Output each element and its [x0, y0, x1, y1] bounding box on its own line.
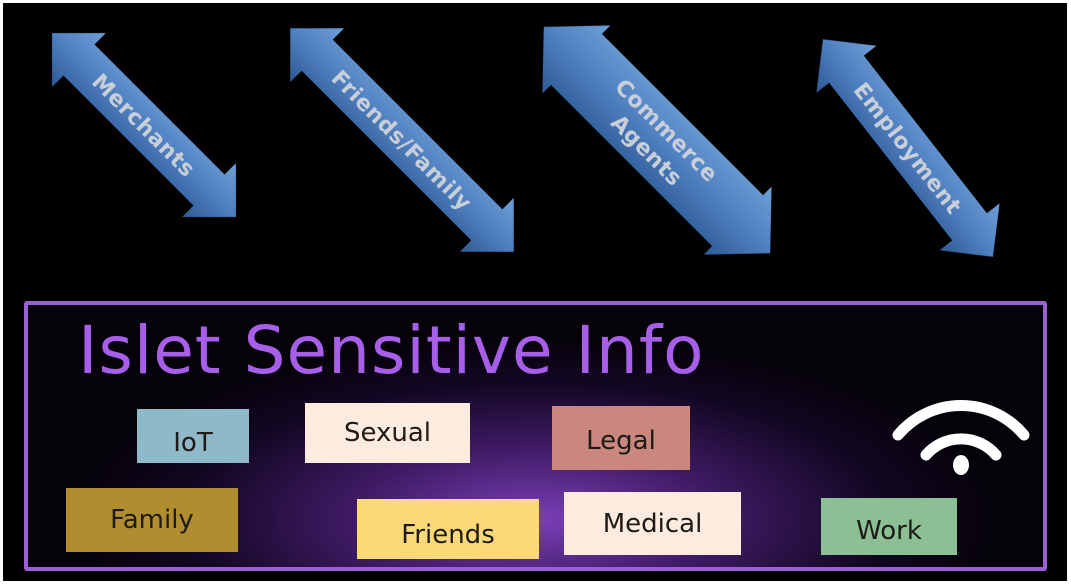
employment-arrow: Employment — [816, 39, 1000, 257]
panel-title: Islet Sensitive Info — [78, 312, 705, 389]
tag-medical: Medical — [564, 492, 741, 555]
sensitive-info-panel: Islet Sensitive Info IoT Sexual Legal Fa… — [24, 301, 1047, 571]
employment-label: Employment — [848, 78, 966, 219]
wifi-icon — [892, 399, 1030, 475]
merchants-arrow-shape — [52, 33, 236, 217]
tag-iot: IoT — [137, 409, 249, 463]
tag-family: Family — [66, 488, 238, 552]
friends-family-arrow-shape — [290, 28, 514, 252]
commerce-agents-arrow: Commerce Agents — [542, 25, 772, 255]
tag-friends: Friends — [357, 499, 539, 559]
friends-family-arrow: Friends/Family — [290, 28, 514, 252]
merchants-label: Merchants — [86, 69, 199, 182]
tag-sexual: Sexual — [305, 403, 470, 463]
tag-work: Work — [821, 498, 957, 555]
friends-family-label: Friends/Family — [326, 66, 476, 216]
commerce-agents-arrow-shape — [542, 25, 772, 255]
merchants-arrow: Merchants — [52, 33, 236, 217]
employment-arrow-shape — [816, 39, 1000, 257]
tag-legal: Legal — [552, 406, 690, 470]
